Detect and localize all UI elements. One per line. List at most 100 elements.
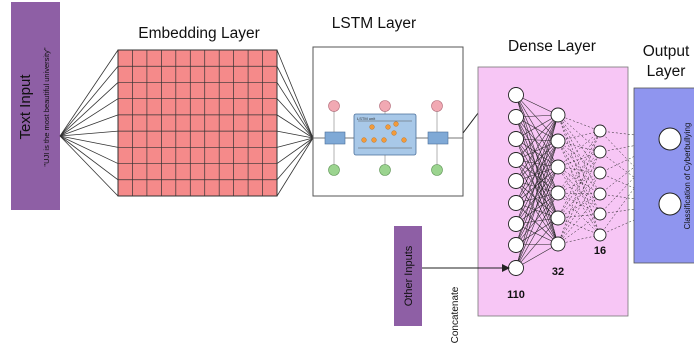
- lstm-gate-node: [385, 124, 391, 130]
- dense-edge-l1-l2: [515, 114, 559, 204]
- lstm-gate-node: [391, 130, 397, 136]
- text-input-block: Text Input "UJI is the most beautiful un…: [11, 2, 60, 210]
- dense-edge-l1-l2: [515, 192, 559, 269]
- lstm-gates: [358, 120, 412, 149]
- dense-node-l2: [550, 133, 566, 149]
- input-embedding-line: [59, 82, 119, 137]
- dense-edge-l1-l2: [515, 217, 559, 246]
- lstm-output-node-3: [431, 100, 443, 112]
- input-embedding-connections: [59, 49, 119, 197]
- input-embedding-line: [59, 114, 119, 137]
- embedding-lstm-line: [276, 137, 314, 164]
- lstm-gate-node: [371, 137, 377, 143]
- other-inputs-label: Other Inputs: [403, 245, 415, 306]
- embedding-lstm-line: [276, 49, 314, 139]
- lstm-input-node-1: [328, 164, 340, 176]
- lstm-output-node-2: [379, 100, 391, 112]
- dense-node-l3: [593, 166, 607, 180]
- lstm-unit-label: LSTM unit: [357, 116, 376, 121]
- lstm-layer: LSTM Layer LSTM unit: [312, 15, 464, 197]
- dense-node-l2: [550, 185, 566, 201]
- input-embedding-line: [59, 135, 119, 148]
- dense-node-l3: [593, 228, 607, 242]
- input-embedding-line: [59, 49, 119, 137]
- dense-edge-l2-l3: [557, 192, 601, 236]
- text-input-example: "UJI is the most beautiful university": [42, 47, 51, 166]
- embedding-lstm-line: [276, 82, 314, 139]
- dense-edge-l3-out: [599, 203, 671, 236]
- dense-edge-l2-l3: [557, 166, 601, 236]
- dense-edge-l1-l2: [515, 114, 559, 140]
- dense-edge-l2-l3: [557, 130, 601, 142]
- dense-edge-l2-l3: [557, 114, 601, 236]
- embedding-layer: Embedding Layer: [117, 25, 278, 197]
- dense-edge-l1-l2: [515, 166, 559, 225]
- dense-edge-l1-l2: [515, 116, 559, 219]
- dense-edge-l2-l3: [557, 151, 601, 168]
- dense-edge-l2-l3: [557, 151, 601, 219]
- input-embedding-line: [59, 130, 119, 137]
- embedding-lstm-line: [276, 137, 314, 197]
- dense-node-l1: [508, 173, 524, 189]
- lstm-input-node-2: [379, 164, 391, 176]
- input-embedding-line: [59, 135, 119, 164]
- dense-size-110: 110: [507, 289, 525, 301]
- dense-node-l1: [508, 260, 524, 276]
- dense-size-32: 32: [552, 266, 564, 278]
- dense-node-l3: [593, 145, 607, 159]
- dense-edge-l1-l2: [515, 166, 559, 246]
- embedding-title: Embedding Layer: [138, 25, 260, 42]
- dense-edge-l2-l3: [557, 166, 601, 215]
- dense-edge-l2-l3: [557, 130, 601, 245]
- dense-edge-l2-l3: [557, 130, 601, 168]
- dense-edge-l1-l2: [515, 140, 559, 204]
- input-embedding-line: [59, 98, 119, 137]
- dense-edge-l1-l2: [515, 140, 559, 182]
- dense-node-l2: [550, 236, 566, 252]
- dense-edge-l1-l2: [515, 243, 559, 269]
- dense-edge-l2-l3: [557, 140, 601, 174]
- dense-node-l3: [593, 124, 607, 138]
- dense-node-l3: [593, 187, 607, 201]
- dense-node-l1: [508, 216, 524, 232]
- lstm-gate-node: [361, 137, 367, 143]
- concatenate-label: Concatenate: [450, 286, 461, 343]
- output-node-2: [658, 192, 682, 216]
- dense-edge-l1-l2: [515, 159, 559, 194]
- lstm-title: LSTM Layer: [332, 15, 416, 32]
- dense-edge-l2-l3: [557, 193, 601, 219]
- dense-edge-l2-l3: [557, 114, 601, 153]
- lstm-output-node-1: [328, 100, 340, 112]
- output-node-1: [658, 127, 682, 151]
- output-title-line2: Layer: [647, 63, 686, 80]
- dense-edge-l1-l2: [515, 140, 559, 225]
- dense-edge-l1-l2: [515, 180, 559, 245]
- dense-edge-l2-l3: [557, 151, 601, 245]
- embedding-matrix: [117, 49, 278, 197]
- dense-edge-l2-l3: [557, 130, 601, 194]
- dense-edge-l1-l2: [515, 166, 559, 269]
- embedding-grid: [118, 50, 277, 196]
- embedding-lstm-line: [276, 137, 314, 148]
- dense-edge-l1-l2: [515, 114, 559, 182]
- lstm-input-node-3: [431, 164, 443, 176]
- dense-node-l1: [508, 131, 524, 147]
- dense-edge-l2-l3: [557, 213, 601, 219]
- dense-node-l2: [550, 159, 566, 175]
- dense-edge-l2-l3: [557, 217, 601, 236]
- dense-edge-l2-l3: [557, 166, 601, 195]
- dense-node-l3: [593, 207, 607, 221]
- lstm-gate-node: [401, 137, 407, 143]
- dense-size-16: 16: [594, 245, 606, 257]
- lstm-next-cell: [427, 131, 449, 145]
- dense-node-l1: [508, 195, 524, 211]
- output-layer: Output Layer Classification of Cyberbull…: [633, 43, 694, 264]
- dense-node-l2: [550, 210, 566, 226]
- text-input-box: [11, 2, 60, 210]
- other-inputs-box: [394, 226, 422, 326]
- dense-edge-l2-l3: [557, 166, 601, 174]
- embedding-lstm-connections: [276, 49, 314, 197]
- dense-edge-l2-l3: [557, 130, 601, 219]
- embedding-lstm-line: [276, 130, 314, 139]
